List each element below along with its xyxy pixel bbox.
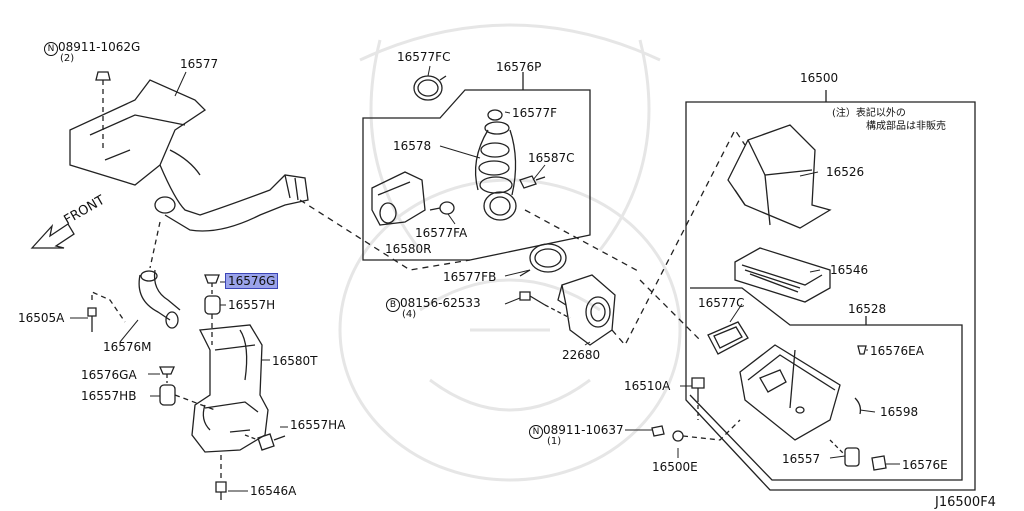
- bushing-16557h: [204, 295, 221, 345]
- label-16505a[interactable]: 16505A: [18, 311, 65, 325]
- clamp-16577fb: [519, 243, 567, 277]
- label-16546[interactable]: 16546: [830, 263, 869, 277]
- label-08911-10637-qty: (1): [547, 436, 562, 447]
- label-16576m[interactable]: 16576M: [103, 340, 152, 354]
- label-16576ga[interactable]: 16576GA: [81, 368, 137, 382]
- label-16578[interactable]: 16578: [393, 139, 432, 153]
- resonator-16580t: [191, 324, 269, 453]
- grommet-16576e: [871, 455, 887, 471]
- n-prefix-icon: N: [529, 425, 543, 439]
- air-duct-16577: [69, 79, 309, 232]
- label-16576g-highlighted[interactable]: 16576G: [225, 273, 279, 289]
- seal-16577c: [707, 321, 749, 355]
- upper-case-16526: [727, 124, 832, 229]
- label-16577fa[interactable]: 16577FA: [415, 226, 468, 240]
- label-16577fb[interactable]: 16577FB: [443, 270, 497, 284]
- label-08911-1062g-qty: (2): [60, 53, 75, 64]
- label-22680[interactable]: 22680: [562, 348, 601, 362]
- box-16576p: [362, 72, 591, 261]
- label-16577f[interactable]: 16577F: [512, 106, 558, 120]
- label-16500[interactable]: 16500: [800, 71, 839, 85]
- label-16580t[interactable]: 16580T: [272, 354, 318, 368]
- resonator-16580r: [371, 171, 426, 226]
- label-16526[interactable]: 16526: [826, 165, 865, 179]
- label-16546a[interactable]: 16546A: [250, 484, 297, 498]
- label-16557ha[interactable]: 16557HA: [290, 418, 346, 432]
- label-16577fc[interactable]: 16577FC: [397, 50, 451, 64]
- label-16598[interactable]: 16598: [880, 405, 919, 419]
- note-line-1: (注）表記以外の: [832, 108, 906, 119]
- screw-08156-62533: [519, 291, 571, 319]
- box-16500: [685, 90, 976, 491]
- grommet-16576g: [204, 274, 220, 296]
- n-prefix-icon: N: [44, 42, 58, 56]
- label-16576e[interactable]: 16576E: [902, 458, 948, 472]
- clip-16598: [854, 397, 862, 415]
- leader-lines: [70, 65, 900, 492]
- label-16500e[interactable]: 16500E: [652, 460, 698, 474]
- footer-code: J16500F4: [935, 495, 996, 510]
- watermark-emblem: [338, 23, 682, 482]
- label-08156-62533-qty: (4): [402, 309, 417, 320]
- bushing-16557hb: [159, 384, 216, 411]
- label-16587c[interactable]: 16587C: [528, 151, 575, 165]
- bellows-16578: [474, 121, 517, 221]
- bolt-16546a: [215, 455, 227, 500]
- label-16557hb[interactable]: 16557HB: [81, 389, 137, 403]
- nut-08911-10637: [651, 419, 741, 442]
- sensor-16587c: [519, 175, 546, 189]
- label-16557[interactable]: 16557: [782, 452, 821, 466]
- label-16510a[interactable]: 16510A: [624, 379, 671, 393]
- nut-08911-1062g: [95, 71, 111, 150]
- hose-16576m: [138, 221, 181, 329]
- box-16528: [689, 287, 963, 481]
- label-16577c[interactable]: 16577C: [698, 296, 745, 310]
- bushing-16557: [829, 439, 860, 467]
- label-16580r[interactable]: 16580R: [385, 242, 432, 256]
- maf-sensor-22680: [557, 274, 616, 346]
- clamp-16577fc: [413, 75, 447, 101]
- label-16576ea[interactable]: 16576EA: [870, 344, 924, 358]
- bolt-16505a: [87, 290, 126, 332]
- b-prefix-icon: B: [386, 298, 400, 312]
- grommet-16576ga: [159, 366, 175, 383]
- label-16557h[interactable]: 16557H: [228, 298, 276, 312]
- lower-case: [739, 344, 841, 441]
- front-arrow-icon: [30, 223, 75, 249]
- label-16528[interactable]: 16528: [848, 302, 887, 316]
- clip-16576ea: [857, 345, 867, 355]
- clamp-16577f: [487, 109, 503, 121]
- clamp-16577fa: [429, 201, 455, 215]
- label-16577[interactable]: 16577: [180, 57, 219, 71]
- note-line-2: 構成部品は非販売: [866, 121, 946, 132]
- filter-element-16546: [734, 247, 831, 303]
- bolt-16510a: [691, 377, 705, 420]
- label-16576p[interactable]: 16576P: [496, 60, 542, 74]
- clip-16557ha: [244, 433, 286, 451]
